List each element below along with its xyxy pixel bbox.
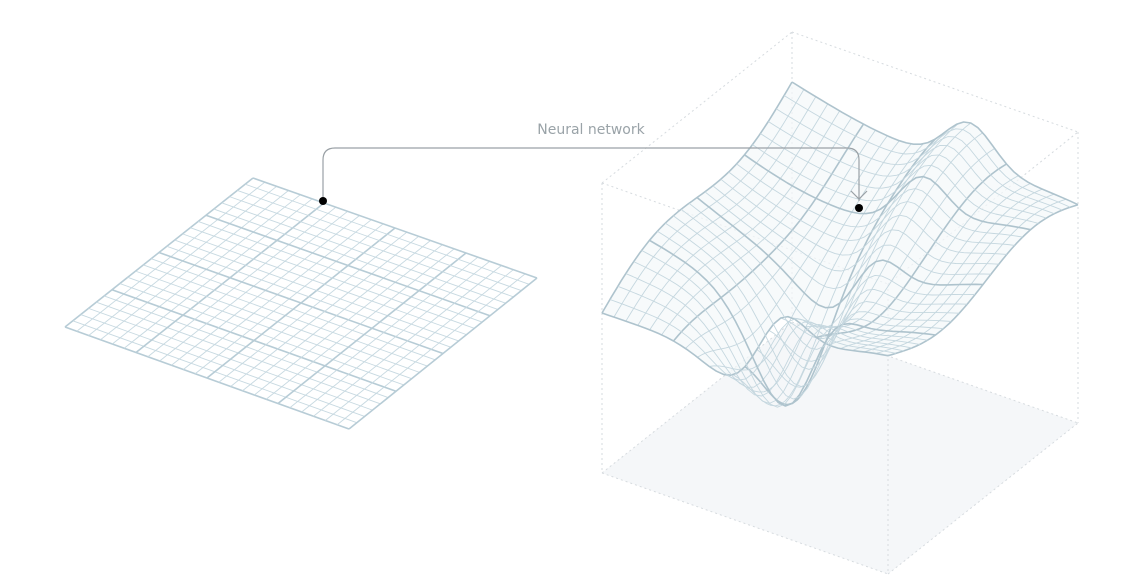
input-grid-line [182,233,467,336]
input-plane-grid [64,177,538,430]
surface-mesh-line [728,171,1015,246]
surface-mesh-line [696,196,984,309]
input-grid-line [221,202,506,304]
input-grid-line [348,277,538,430]
surface-mesh-line [712,185,999,272]
surface-mesh-line [704,191,991,290]
surface-mesh-line [641,250,928,408]
input-grid-line [242,240,431,392]
surface-mesh-line [657,230,944,400]
input-grid-line [277,252,467,405]
input-grid-line [252,177,538,279]
surface-mesh-line [720,178,1007,256]
surface-mesh-line [744,154,1031,231]
input-grid-line [229,196,514,298]
arrow-head-icon [850,190,868,200]
surface-mesh-line [783,95,1071,208]
box-floor [602,322,1078,574]
input-grid-line [166,245,451,348]
surface-mesh-line [736,163,1023,238]
surface-mesh-line [665,222,952,387]
surface-mesh-line [649,239,936,407]
surface-mesh-line [609,299,896,381]
input-grid-line [218,231,408,383]
input-point [319,197,327,205]
input-grid-line [265,248,455,400]
input-grid-line [237,189,522,292]
surface-mesh-line [688,202,976,329]
input-grid-line [213,208,498,310]
output-point [855,204,863,212]
surface-mesh-line [760,133,1047,219]
input-grid-line [325,269,514,421]
input-grid-line [301,260,490,413]
surface-mesh-line [775,108,1063,211]
surface-mesh-line [791,81,1079,206]
surface-fill [602,82,1078,375]
input-grid-line [245,183,530,285]
surface-mesh-line [673,215,960,370]
surface-mesh-line [680,208,968,350]
surface-mesh-line [752,144,1039,224]
surface-mesh-line [768,121,1055,215]
input-grid-line [289,256,479,409]
input-grid-line [336,273,526,426]
input-grid-line [313,265,502,417]
surface-mesh-line [617,285,904,388]
mapping-arrow [322,147,860,201]
surface-mesh-line [601,312,889,377]
input-grid-line [205,214,491,317]
surface-mesh-line [625,273,912,397]
input-grid-line [198,221,483,323]
input-grid-line [158,251,444,355]
input-grid-line [254,244,443,396]
input-grid-line [230,235,419,387]
arrow-label: Neural network [537,122,645,138]
